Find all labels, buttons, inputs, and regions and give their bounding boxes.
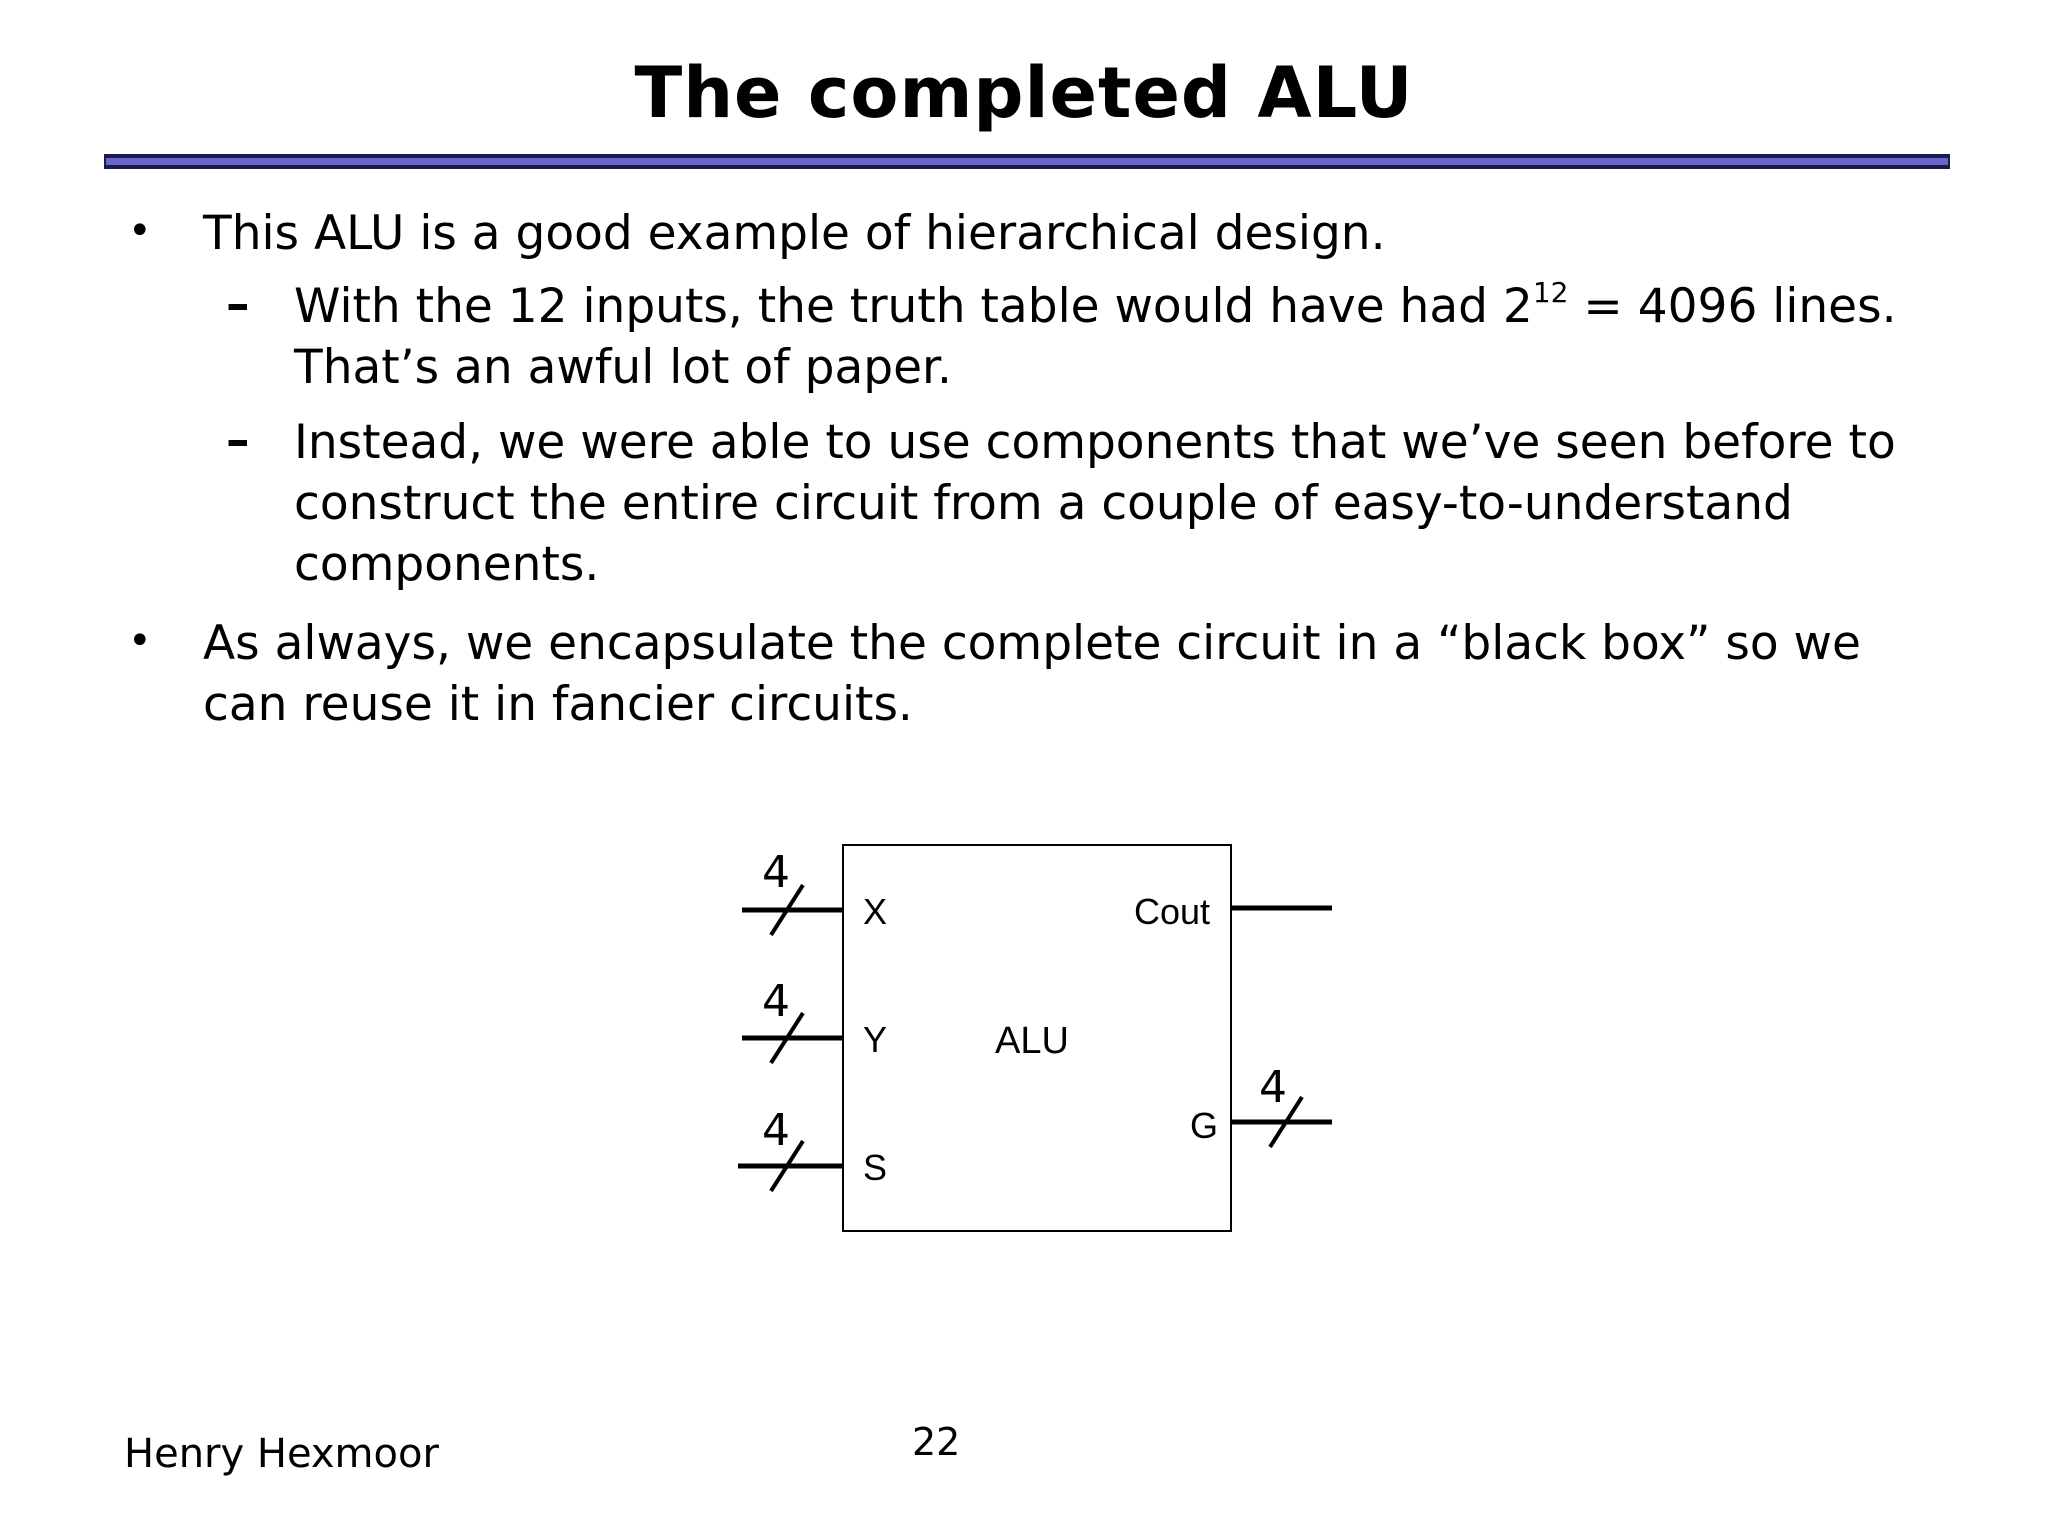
input-s-label: S	[863, 1147, 887, 1188]
bullet-2-line-1: As always, we encapsulate the complete c…	[203, 616, 1861, 671]
output-g-label: G	[1190, 1105, 1218, 1146]
exponent: 12	[1532, 276, 1569, 309]
input-y-label: Y	[863, 1019, 887, 1060]
sub-bullet-marker: –	[226, 413, 250, 468]
input-x-bus-slash	[769, 883, 805, 937]
slide-title: The completed ALU	[634, 52, 1414, 134]
output-cout-label: Cout	[1134, 891, 1210, 932]
input-s-bus-slash	[769, 1139, 805, 1193]
alu-box	[842, 844, 1232, 1232]
sub-bullet-2-line-2: construct the entire circuit from a coup…	[294, 476, 1793, 531]
footer-author: Henry Hexmoor	[124, 1431, 439, 1477]
output-g-bus-slash	[1268, 1095, 1304, 1149]
bullet-2-line-2: can reuse it in fancier circuits.	[203, 677, 913, 732]
sub-bullet-1-line-2: That’s an awful lot of paper.	[294, 340, 952, 395]
bullet-1-text: This ALU is a good example of hierarchic…	[203, 206, 1386, 261]
input-y-bus-slash	[769, 1011, 805, 1065]
input-x-label: X	[863, 891, 887, 932]
bullet-marker: •	[128, 618, 152, 664]
output-g-width: 4	[1259, 1062, 1287, 1113]
sub-bullet-1-text-post: = 4096 lines.	[1568, 279, 1897, 334]
title-underline	[104, 154, 1950, 169]
input-s-width: 4	[762, 1105, 790, 1156]
input-x-width: 4	[762, 847, 790, 898]
sub-bullet-1-text-pre: With the 12 inputs, the truth table woul…	[294, 279, 1533, 334]
page-number: 22	[912, 1420, 961, 1464]
input-y-width: 4	[762, 976, 790, 1027]
bullet-marker: •	[128, 208, 152, 254]
sub-bullet-2-line-1: Instead, we were able to use components …	[294, 415, 1896, 470]
sub-bullet-2-line-3: components.	[294, 537, 600, 592]
alu-label: ALU	[995, 1020, 1069, 1062]
sub-bullet-marker: –	[226, 277, 250, 332]
sub-bullet-1-line-1: With the 12 inputs, the truth table woul…	[294, 276, 1897, 338]
